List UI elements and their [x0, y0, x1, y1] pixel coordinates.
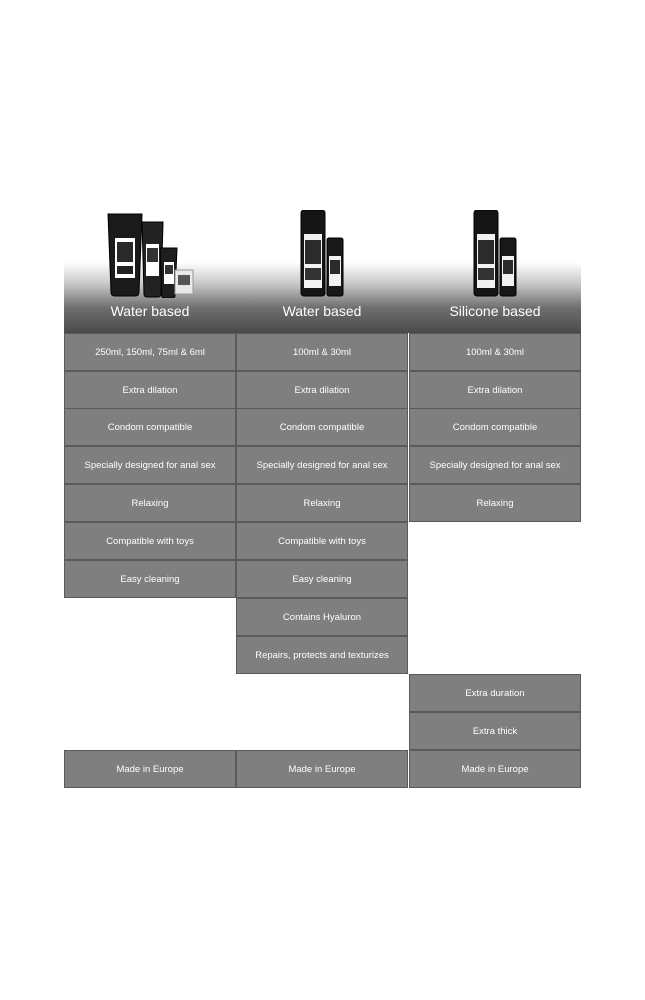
feature-cell: Condom compatible: [236, 408, 408, 446]
footer-cell: Made in Europe: [409, 750, 581, 788]
feature-cell: Condom compatible: [409, 408, 581, 446]
feature-cell: Easy cleaning: [64, 560, 236, 598]
feature-cell: Condom compatible: [64, 408, 236, 446]
feature-cell: Relaxing: [409, 484, 581, 522]
feature-cell: Contains Hyaluron: [236, 598, 408, 636]
feature-cell: Relaxing: [64, 484, 236, 522]
feature-cell: Compatible with toys: [64, 522, 236, 560]
feature-cell: Specially designed for anal sex: [409, 446, 581, 484]
footer-cell: Made in Europe: [64, 750, 236, 788]
feature-cell: Specially designed for anal sex: [64, 446, 236, 484]
feature-cell: 100ml & 30ml: [409, 333, 581, 371]
feature-cell: Easy cleaning: [236, 560, 408, 598]
feature-cell: 100ml & 30ml: [236, 333, 408, 371]
feature-cell: Specially designed for anal sex: [236, 446, 408, 484]
feature-cell: 250ml, 150ml, 75ml & 6ml: [64, 333, 236, 371]
feature-cell: Extra duration: [409, 674, 581, 712]
product-image-water-based-tubes: [106, 212, 196, 298]
column-title-3: Silicone based: [449, 303, 541, 319]
feature-cell: Compatible with toys: [236, 522, 408, 560]
column-title-1: Water based: [110, 303, 190, 319]
feature-cell: Repairs, protects and texturizes: [236, 636, 408, 674]
feature-cell: Extra thick: [409, 712, 581, 750]
feature-cell: Extra dilation: [64, 371, 236, 409]
feature-cell: Relaxing: [236, 484, 408, 522]
footer-cell: Made in Europe: [236, 750, 408, 788]
feature-cell: Extra dilation: [409, 371, 581, 409]
column-title-2: Water based: [282, 303, 362, 319]
product-image-silicone-based-bottles: [471, 210, 521, 298]
feature-cell: Extra dilation: [236, 371, 408, 409]
product-image-water-based-bottles: [298, 210, 348, 298]
